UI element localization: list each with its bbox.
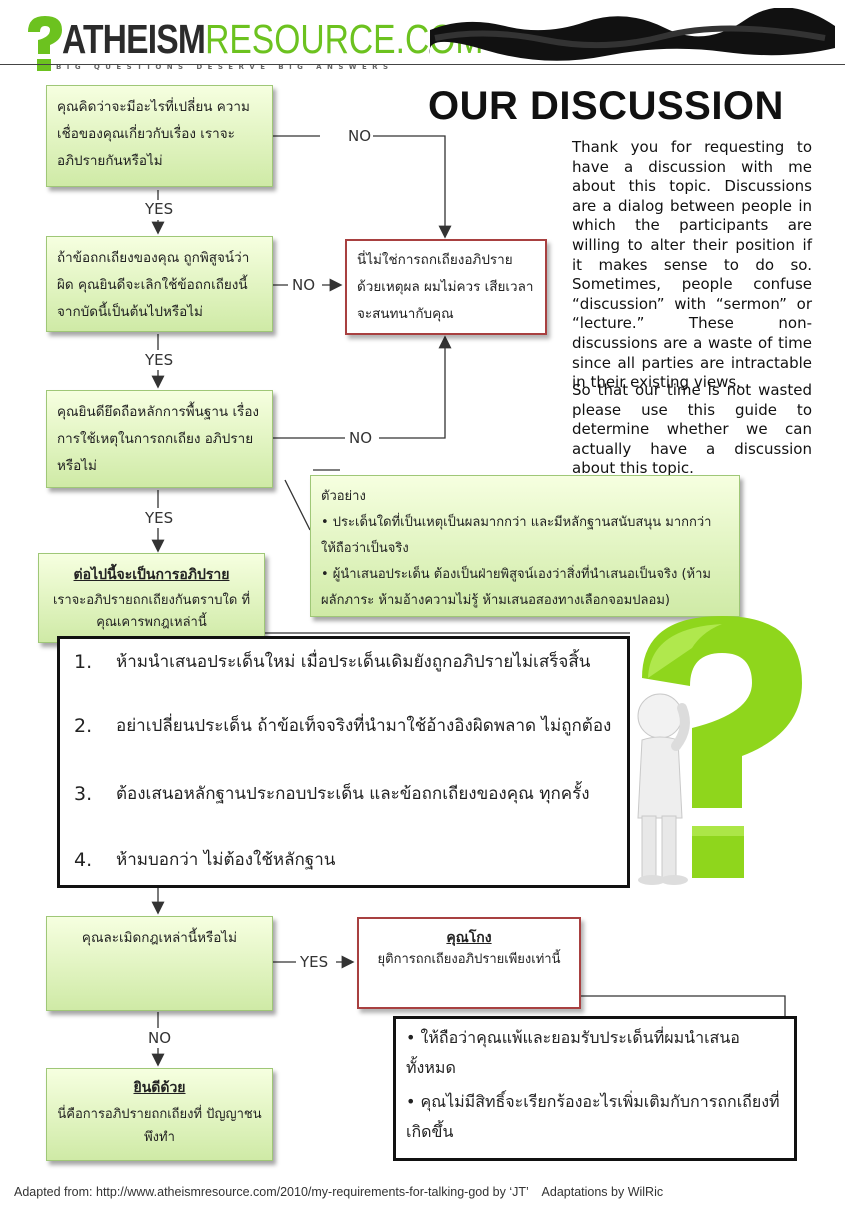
question-4-text: คุณละเมิดกฎเหล่านี้หรือไม่ <box>81 930 238 946</box>
example-box: ตัวอย่าง • ประเด็นใดที่เป็นเหตุเป็นผลมาก… <box>310 475 740 617</box>
cheat-consequences-box: • ให้ถือว่าคุณแพ้และยอมรับประเด็นที่ผมนำ… <box>393 1016 797 1161</box>
logo-tagline: B I G Q U E S T I O N S D E S E R V E B … <box>56 63 390 71</box>
congrats-box: ยินดีด้วย นี่คือการอภิปรายถกเถียงที่ ปัญ… <box>46 1068 273 1161</box>
example-item-1: • ประเด็นใดที่เป็นเหตุเป็นผลมากกว่า และม… <box>321 515 712 556</box>
label-no-2: NO <box>290 276 318 294</box>
rule-4-text: ห้ามบอกว่า ไม่ต้องใช้หลักฐาน <box>116 850 336 870</box>
intro-paragraph-1: Thank you for requesting to have a discu… <box>572 138 812 392</box>
intro-paragraph-2: So that our time is not wasted please us… <box>572 381 812 478</box>
example-title: ตัวอย่าง <box>321 489 366 504</box>
question-mark-logo-icon <box>28 16 62 71</box>
discussion-start-box: ต่อไปนี้จะเป็นการอภิปราย เราจะอภิปรายถกเ… <box>38 553 265 643</box>
rule-2-text: อย่าเปลี่ยนประเด็น ถ้าข้อเท็จจริงที่นำมา… <box>116 716 612 736</box>
label-yes-1: YES <box>143 200 176 218</box>
cheat-consequence-1: • ให้ถือว่าคุณแพ้และยอมรับประเด็นที่ผมนำ… <box>406 1028 740 1077</box>
label-yes-4: YES <box>298 953 331 971</box>
discussion-start-body: เราจะอภิปรายถกเถียงกันตราบใด ที่คุณเคารพ… <box>52 593 251 630</box>
congrats-body: นี่คือการอภิปรายถกเถียงที่ ปัญญาชนพึงทำ <box>57 1107 262 1145</box>
question-box-4: คุณละเมิดกฎเหล่านี้หรือไม่ <box>46 916 273 1011</box>
congrats-title: ยินดีด้วย <box>133 1080 186 1096</box>
rule-2-number: 2. <box>74 715 93 737</box>
question-box-2: ถ้าข้อถกเถียงของคุณ ถูกพิสูจน์ว่า ผิด คุ… <box>46 236 273 332</box>
question-box-3: คุณยินดียึดถือหลักการพื้นฐาน เรื่องการใช… <box>46 390 273 488</box>
cheat-body: ยุติการถกเถียงอภิปรายเพียงเท่านี้ <box>377 952 561 967</box>
discussion-start-title: ต่อไปนี้จะเป็นการอภิปราย <box>73 567 230 583</box>
question-mark-figure-icon <box>637 616 802 885</box>
label-no-4: NO <box>146 1029 174 1047</box>
rule-item-4: 4. ห้ามบอกว่า ไม่ต้องใช้หลักฐาน <box>74 845 617 875</box>
rule-1-text: ห้ามนำเสนอประเด็นใหม่ เมื่อประเด็นเดิมยั… <box>116 652 591 672</box>
question-3-text: คุณยินดียึดถือหลักการพื้นฐาน เรื่องการใช… <box>57 404 260 474</box>
label-yes-2: YES <box>143 351 176 369</box>
example-item-2: • ผู้นำเสนอประเด็น ต้องเป็นฝ่ายพิสูจน์เอ… <box>321 567 711 608</box>
rule-item-2: 2. อย่าเปลี่ยนประเด็น ถ้าข้อเท็จจริงที่น… <box>74 711 617 741</box>
header-rule <box>0 64 845 65</box>
not-discussion-box: นี่ไม่ใช่การถกเถียงอภิปราย ด้วยเหตุผล ผม… <box>345 239 547 335</box>
rules-box: 1. ห้ามนำเสนอประเด็นใหม่ เมื่อประเด็นเดิ… <box>57 636 630 888</box>
label-no-1: NO <box>346 127 374 145</box>
cheat-box: คุณโกง ยุติการถกเถียงอภิปรายเพียงเท่านี้ <box>357 917 581 1009</box>
cheat-consequence-2: • คุณไม่มีสิทธิ์จะเรียกร้องอะไรเพิ่มเติม… <box>406 1092 780 1141</box>
label-no-3: NO <box>347 429 375 447</box>
logo: ATHEISMRESOURCE.COM B I G Q U E S T I O … <box>22 14 483 76</box>
rule-3-number: 3. <box>74 783 93 805</box>
logo-text-bold: ATHEISM <box>62 16 206 62</box>
footer-credit: Adapted from: http://www.atheismresource… <box>14 1185 664 1199</box>
rule-item-1: 1. ห้ามนำเสนอประเด็นใหม่ เมื่อประเด็นเดิ… <box>74 647 617 677</box>
question-1-text: คุณคิดว่าจะมีอะไรที่เปลี่ยน ความเชื่อของ… <box>57 99 250 169</box>
page-title: OUR DISCUSSION <box>428 84 784 128</box>
question-box-1: คุณคิดว่าจะมีอะไรที่เปลี่ยน ความเชื่อของ… <box>46 85 273 187</box>
rule-4-number: 4. <box>74 849 93 871</box>
label-yes-3: YES <box>143 509 176 527</box>
redacted-scribble <box>429 8 835 61</box>
rule-3-text: ต้องเสนอหลักฐานประกอบประเด็น และข้อถกเถี… <box>116 784 590 804</box>
question-2-text: ถ้าข้อถกเถียงของคุณ ถูกพิสูจน์ว่า ผิด คุ… <box>57 250 250 320</box>
rule-1-number: 1. <box>74 651 93 673</box>
rule-item-3: 3. ต้องเสนอหลักฐานประกอบประเด็น และข้อถก… <box>74 779 617 809</box>
not-discussion-text: นี่ไม่ใช่การถกเถียงอภิปราย ด้วยเหตุผล ผม… <box>357 252 534 322</box>
cheat-title: คุณโกง <box>446 930 492 946</box>
